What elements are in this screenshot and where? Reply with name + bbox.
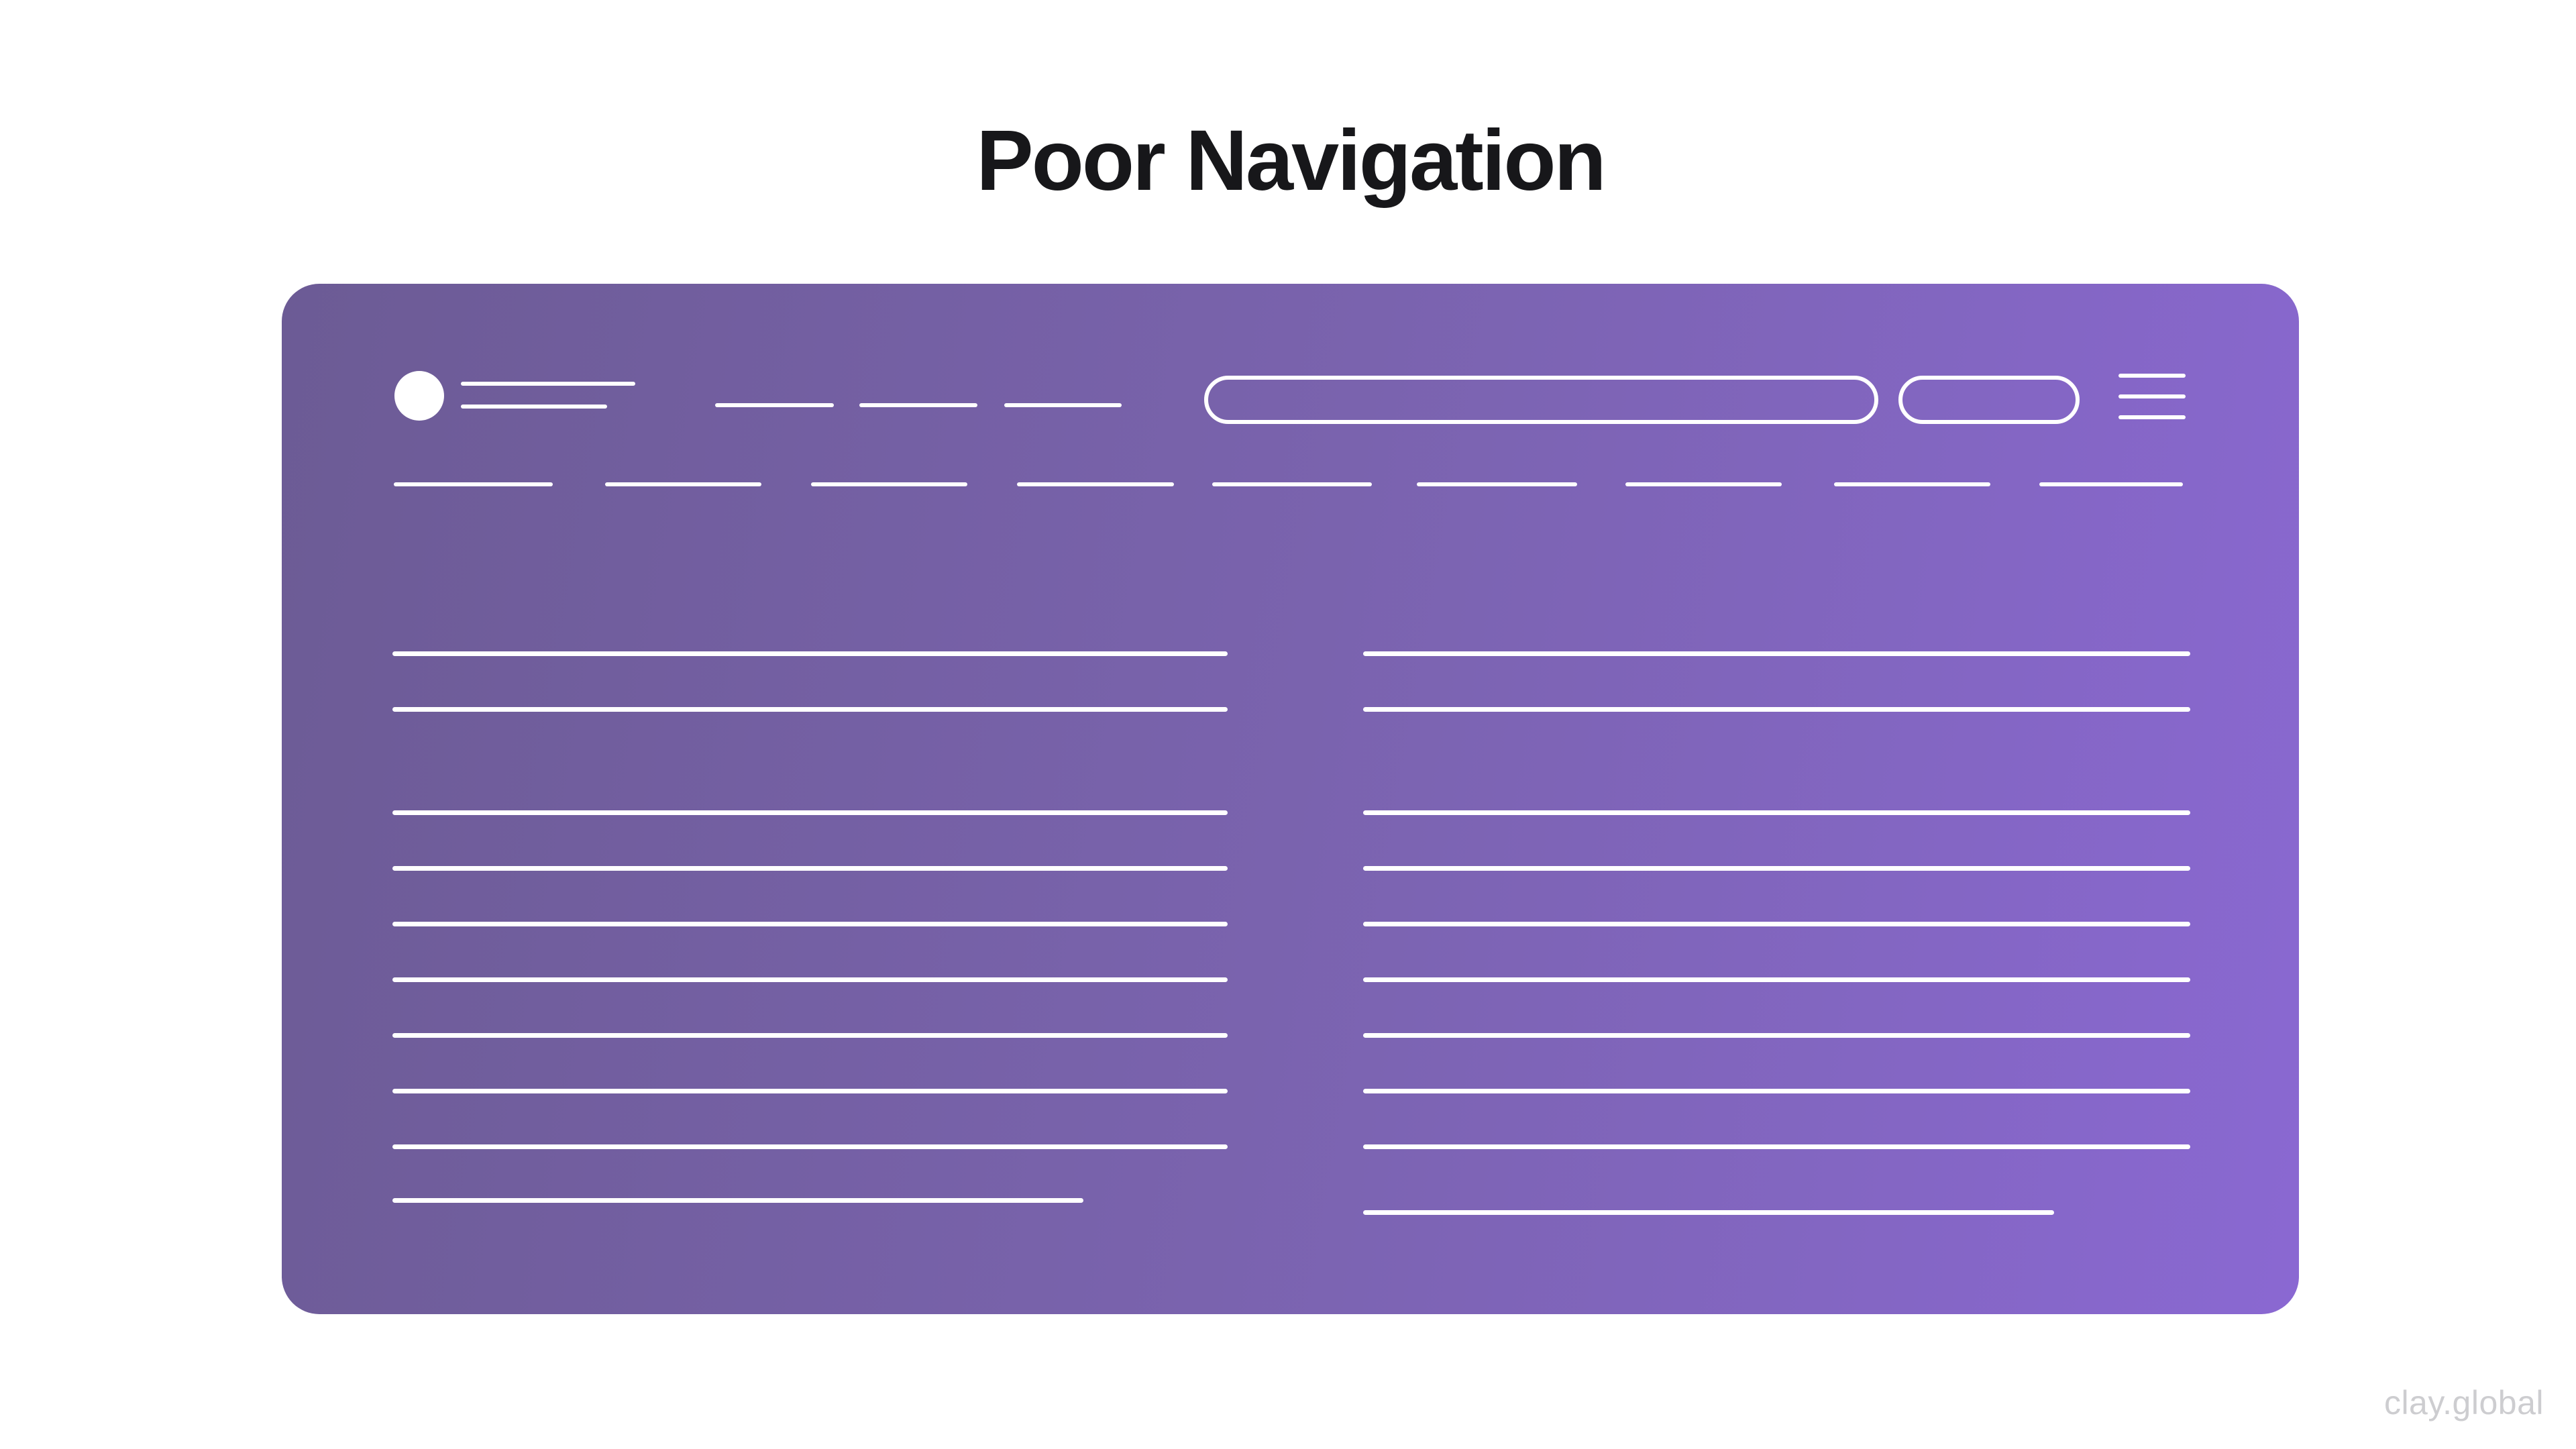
left-column-text-line bbox=[392, 651, 1228, 656]
left-column-text-line bbox=[392, 1033, 1228, 1038]
right-column-text-line bbox=[1363, 1144, 2190, 1149]
action-button-outline bbox=[1898, 376, 2080, 424]
right-column-text-line bbox=[1363, 1033, 2190, 1038]
secondary-nav-dash bbox=[1625, 482, 1782, 486]
watermark: clay.global bbox=[2383, 1384, 2544, 1421]
right-column-text-line bbox=[1363, 651, 2190, 656]
nav-link-line bbox=[1004, 403, 1122, 407]
secondary-nav-dash bbox=[1017, 482, 1174, 486]
left-column-text-line bbox=[392, 810, 1228, 815]
search-bar-outline bbox=[1204, 376, 1878, 424]
left-column-text-line bbox=[392, 977, 1228, 982]
hamburger-menu-icon-line bbox=[2118, 415, 2186, 419]
right-column-text-line bbox=[1363, 866, 2190, 871]
right-column-text-line bbox=[1363, 977, 2190, 982]
secondary-nav-dash bbox=[2039, 482, 2183, 486]
secondary-nav-dash bbox=[1417, 482, 1577, 486]
right-column-text-line bbox=[1363, 707, 2190, 712]
left-column-text-line bbox=[392, 866, 1228, 871]
secondary-nav-dash bbox=[811, 482, 967, 486]
left-column-text-line bbox=[392, 1144, 1228, 1149]
hamburger-menu-icon-line bbox=[2118, 394, 2186, 398]
logo-circle-icon bbox=[394, 371, 444, 421]
secondary-nav-dash bbox=[1834, 482, 1990, 486]
wireframe-card bbox=[282, 284, 2299, 1314]
left-column-text-line bbox=[392, 922, 1228, 926]
secondary-nav-dash bbox=[605, 482, 761, 486]
left-column-text-line bbox=[392, 1089, 1228, 1093]
right-column-text-line bbox=[1363, 1089, 2190, 1093]
secondary-nav-dash bbox=[1212, 482, 1372, 486]
left-column-text-line bbox=[392, 707, 1228, 712]
right-column-text-line bbox=[1363, 810, 2190, 815]
brand-text-line bbox=[461, 405, 607, 409]
hamburger-menu-icon-line bbox=[2118, 374, 2186, 378]
secondary-nav-dash bbox=[394, 482, 553, 486]
nav-link-line bbox=[715, 403, 834, 407]
left-column-text-line-short bbox=[392, 1198, 1083, 1203]
right-column-text-line bbox=[1363, 922, 2190, 926]
brand-text-line bbox=[461, 382, 635, 386]
nav-link-line bbox=[859, 403, 977, 407]
right-column-text-line-short bbox=[1363, 1210, 2054, 1215]
page-title: Poor Navigation bbox=[976, 113, 1606, 209]
